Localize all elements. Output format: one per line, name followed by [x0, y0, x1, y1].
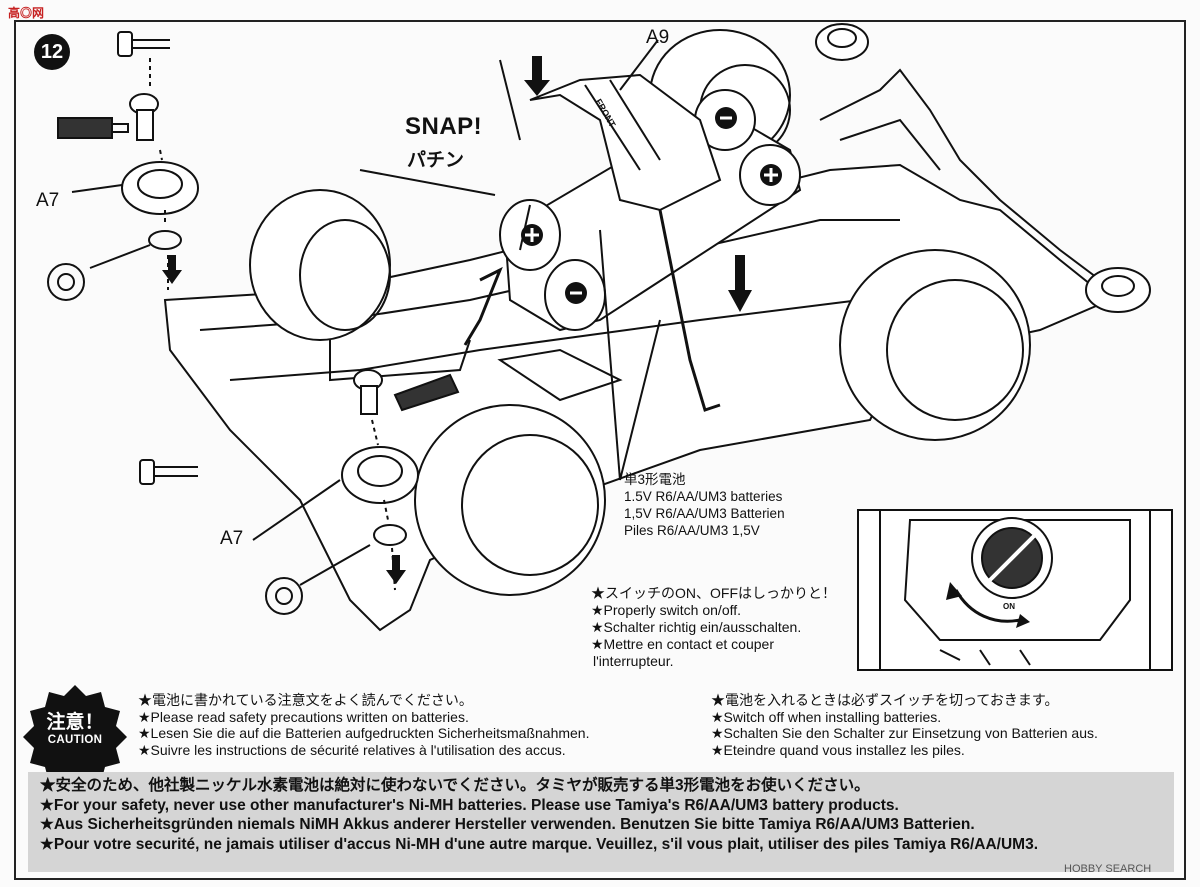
snap-label: SNAP! [405, 113, 483, 140]
caution-notes-left: ★電池に書かれている注意文をよく読んでください。 ★Please read sa… [138, 692, 590, 758]
source-watermark: HOBBY SEARCH [1064, 863, 1152, 875]
caution-note-line: ★Switch off when installing batteries. [711, 708, 942, 725]
warning-line: ★For your safety, never use other manufa… [40, 796, 899, 814]
switch-note-line: l'interrupteur. [593, 653, 674, 669]
caution-note-line: ★Schalten Sie den Schalter zur Einsetzun… [711, 725, 1098, 741]
caution-note-line: ★電池を入れるときは必ずスイッチを切っておきます。 [711, 692, 1059, 708]
caution-note-line: ★電池に書かれている注意文をよく読んでください。 [138, 692, 473, 708]
battery-spec-line: 単3形電池 [624, 472, 686, 487]
warning-line: ★安全のため、他社製ニッケル水素電池は絶対に使わないでください。タミヤが販売する… [40, 777, 870, 794]
caution-en-text: CAUTION [47, 734, 103, 746]
caution-note-line: ★Lesen Sie die auf die Batterien aufgedr… [138, 725, 590, 741]
switch-note-line: ★Properly switch on/off. [591, 602, 742, 618]
switch-note-line: ★Mettre en contact et couper [591, 636, 774, 652]
switch-on-label: ON [1003, 602, 1015, 611]
switch-note-line: ★Schalter richtig ein/ausschalten. [591, 619, 802, 635]
site-logo: 高◎网 [8, 6, 45, 20]
battery-spec-line: Piles R6/AA/UM3 1,5V [624, 523, 760, 538]
caution-notes-right: ★電池を入れるときは必ずスイッチを切っておきます。 ★Switch off wh… [711, 692, 1098, 758]
warning-line: ★Pour votre securité, ne jamais utiliser… [40, 835, 1039, 853]
caution-badge: 注意！ CAUTION [30, 685, 120, 775]
page-frame [14, 20, 1186, 880]
battery-spec-line: 1,5V R6/AA/UM3 Batterien [624, 506, 785, 521]
warning-band [28, 772, 1174, 872]
part-a9-label: A9 [646, 27, 670, 48]
caution-note-line: ★Please read safety precautions written … [138, 708, 469, 725]
part-a7-label-bottom: A7 [220, 528, 244, 549]
step-number: 12 [34, 34, 70, 70]
switch-note-line: ★スイッチのON、OFFはしっかりと！ [591, 585, 836, 601]
caution-note-line: ★Suivre les instructions de sécurité rel… [138, 741, 566, 758]
warning-text-block: ★安全のため、他社製ニッケル水素電池は絶対に使わないでください。タミヤが販売する… [40, 776, 1038, 854]
switch-note-block: ★スイッチのON、OFFはしっかりと！ ★Properly switch on/… [591, 585, 836, 670]
caution-jp-text: 注意！ [46, 712, 104, 733]
snap-jp-label: パチン [407, 150, 465, 171]
battery-spec-line: 1.5V R6/AA/UM3 batteries [624, 489, 783, 504]
battery-spec-block: 単3形電池 1.5V R6/AA/UM3 batteries 1,5V R6/A… [624, 471, 785, 539]
warning-line: ★Aus Sicherheitsgründen niemals NiMH Akk… [40, 816, 975, 833]
caution-note-line: ★Eteindre quand vous installez les piles… [711, 741, 965, 758]
part-a7-label-top: A7 [36, 190, 60, 211]
